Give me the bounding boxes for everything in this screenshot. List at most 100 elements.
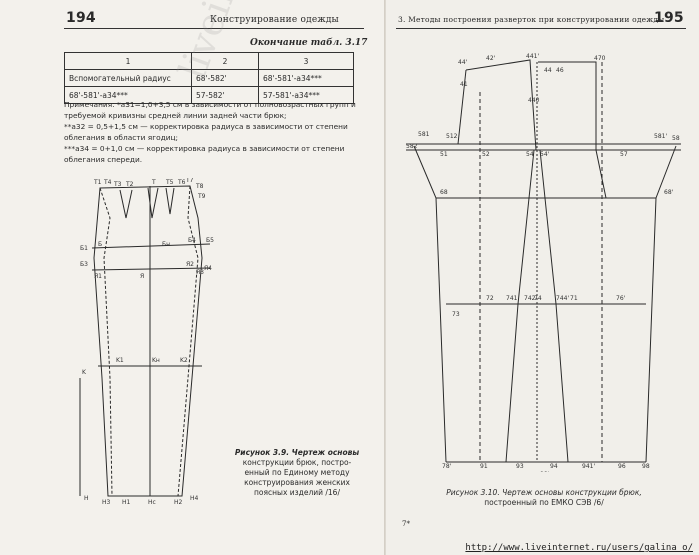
trousers-outline	[93, 185, 203, 497]
figure-point-label: 71	[570, 295, 578, 302]
caption-line: поясных изделий /16/	[254, 488, 340, 497]
figure-point-label: Я1	[94, 273, 102, 280]
figure-point-label: T2	[125, 181, 134, 188]
figure-point-label: 52	[482, 151, 490, 158]
figure-point-label: 73	[452, 311, 460, 318]
figure-point-label: K1	[116, 357, 124, 364]
back-inner-seam	[505, 149, 535, 463]
table-continuation-title: Окончание табл. 3.17	[250, 38, 368, 48]
figure-point-label: K2	[180, 357, 188, 364]
table-header-cell: 2	[191, 52, 259, 70]
figure-point-label: 581'	[654, 133, 667, 140]
back-center-seam	[457, 69, 467, 145]
front-dart-1	[147, 187, 159, 219]
table-cell: 68'-581'-a34***	[258, 69, 354, 87]
figure-point-label: 940	[406, 52, 418, 54]
figure-3-10-caption: Рисунок 3.10. Чертеж основы конструкции …	[424, 488, 664, 508]
figure-point-label: H4	[190, 495, 199, 502]
caption-line: конструкции брюк, постро-	[242, 458, 352, 467]
table-header-row: 1 2 3	[64, 52, 354, 70]
figure-point-label: Я3	[196, 269, 204, 276]
table-cell: 68'-582'	[191, 69, 259, 87]
folio-mark: 7*	[402, 520, 410, 528]
figure-point-label: Б	[98, 241, 102, 248]
seat-line	[91, 267, 211, 271]
table-header-cell: 1	[64, 52, 192, 70]
figure-point-label: T	[151, 179, 156, 186]
figure-point-label: 582	[406, 143, 418, 150]
figure-point-label: T7	[185, 178, 194, 184]
figure-point-label: 741	[506, 295, 518, 302]
figure-point-label: 93	[516, 463, 524, 470]
back-dart	[119, 189, 133, 219]
figure-point-label: 46	[556, 67, 564, 74]
front-side-seam	[645, 145, 677, 463]
figure-point-label: 744'	[556, 295, 569, 302]
left-running-header: Конструирование одежды	[210, 15, 339, 25]
figure-point-label: Б4	[188, 237, 196, 244]
figure-point-label: Kн	[152, 357, 160, 364]
front-center-seam	[595, 149, 607, 199]
figure-point-label: 94	[550, 463, 558, 470]
right-header-rule	[396, 28, 686, 29]
figure-point-label: 91	[480, 463, 488, 470]
table-3-17: 1 2 3 Вспомогательный радиус 68'-582' 68…	[64, 52, 354, 104]
front-inner-seam	[539, 149, 569, 463]
figure-point-label: Б5	[206, 237, 214, 244]
figure-point-label: 470	[594, 55, 606, 62]
figure-point-label: 76'	[616, 295, 626, 302]
figure-point-label: 57	[620, 151, 628, 158]
figure-point-label: K	[82, 369, 87, 376]
figure-point-label: Бн	[162, 241, 170, 248]
figure-point-label: T1	[93, 179, 102, 186]
figure-point-label: 68	[440, 189, 448, 196]
figure-point-label: Я	[140, 273, 144, 280]
left-page-number: 194	[66, 10, 96, 26]
figure-point-label: 68'	[664, 189, 674, 196]
figure-point-label: 96	[618, 463, 626, 470]
table-cell: 57-581'-a34***	[258, 86, 354, 104]
right-page-number: 195	[654, 10, 684, 26]
hip-line	[91, 243, 211, 249]
figure-point-label: 58	[672, 135, 680, 142]
right-running-header: 3. Методы построения разверток при конст…	[398, 15, 665, 24]
figure-point-label: H	[84, 495, 89, 502]
footer-url-link[interactable]: http://www.liveinternet.ru/users/galina_…	[465, 543, 693, 553]
caption-line: Рисунок 3.10. Чертеж основы конструкции …	[446, 488, 642, 497]
figure-point-label: 98	[642, 463, 650, 470]
left-page: 194 Конструирование одежды Окончание таб…	[0, 0, 386, 555]
figure-point-label: Б1	[80, 245, 88, 252]
left-header-rule	[64, 28, 364, 29]
figure-point-label: 441'	[526, 53, 539, 60]
figure-point-label: Б3	[80, 261, 88, 268]
table-cell: 57-582'	[191, 86, 259, 104]
table-cell: Вспомогательный радиус	[64, 69, 192, 87]
figure-point-label: 440	[528, 97, 540, 104]
note-line: Примечания: *a31=1,0+3,5 см в зависимост…	[64, 100, 356, 120]
table-cell: 68'-581'-a34***	[64, 86, 192, 104]
figure-point-label: 44	[544, 67, 552, 74]
figure-point-label: T9	[197, 193, 206, 200]
front-dart-2	[165, 187, 175, 215]
note-line: **a32 = 0,5+1,5 см — корректировка радиу…	[64, 122, 348, 142]
figure-point-label: 74	[534, 295, 542, 302]
figure-point-label: 41	[460, 81, 468, 88]
caption-line: построенный по ЕМКО СЭВ /6/	[484, 498, 604, 507]
figure-point-label: 72	[486, 295, 494, 302]
table-header-cell: 3	[258, 52, 354, 70]
table-row: Вспомогательный радиус 68'-582' 68'-581'…	[64, 69, 354, 87]
back-inner-contour	[99, 187, 113, 497]
figure-point-label: 941'	[582, 463, 595, 470]
figure-point-label: H1	[122, 499, 131, 506]
figure-point-label: Я4	[204, 265, 212, 272]
caption-line: конструирования женских	[244, 478, 350, 487]
figure-point-label: Я2	[186, 261, 194, 268]
figure-point-label: 42'	[486, 55, 496, 62]
note-line: ***a34 = 0+1,0 см — корректировка радиус…	[64, 144, 345, 164]
table-notes: Примечания: *a31=1,0+3,5 см в зависимост…	[64, 99, 364, 165]
figure-point-label: 54'	[540, 151, 550, 158]
figure-point-label: H3	[102, 499, 111, 506]
figure-point-label: 51	[440, 151, 448, 158]
figure-point-label: 54	[526, 151, 534, 158]
